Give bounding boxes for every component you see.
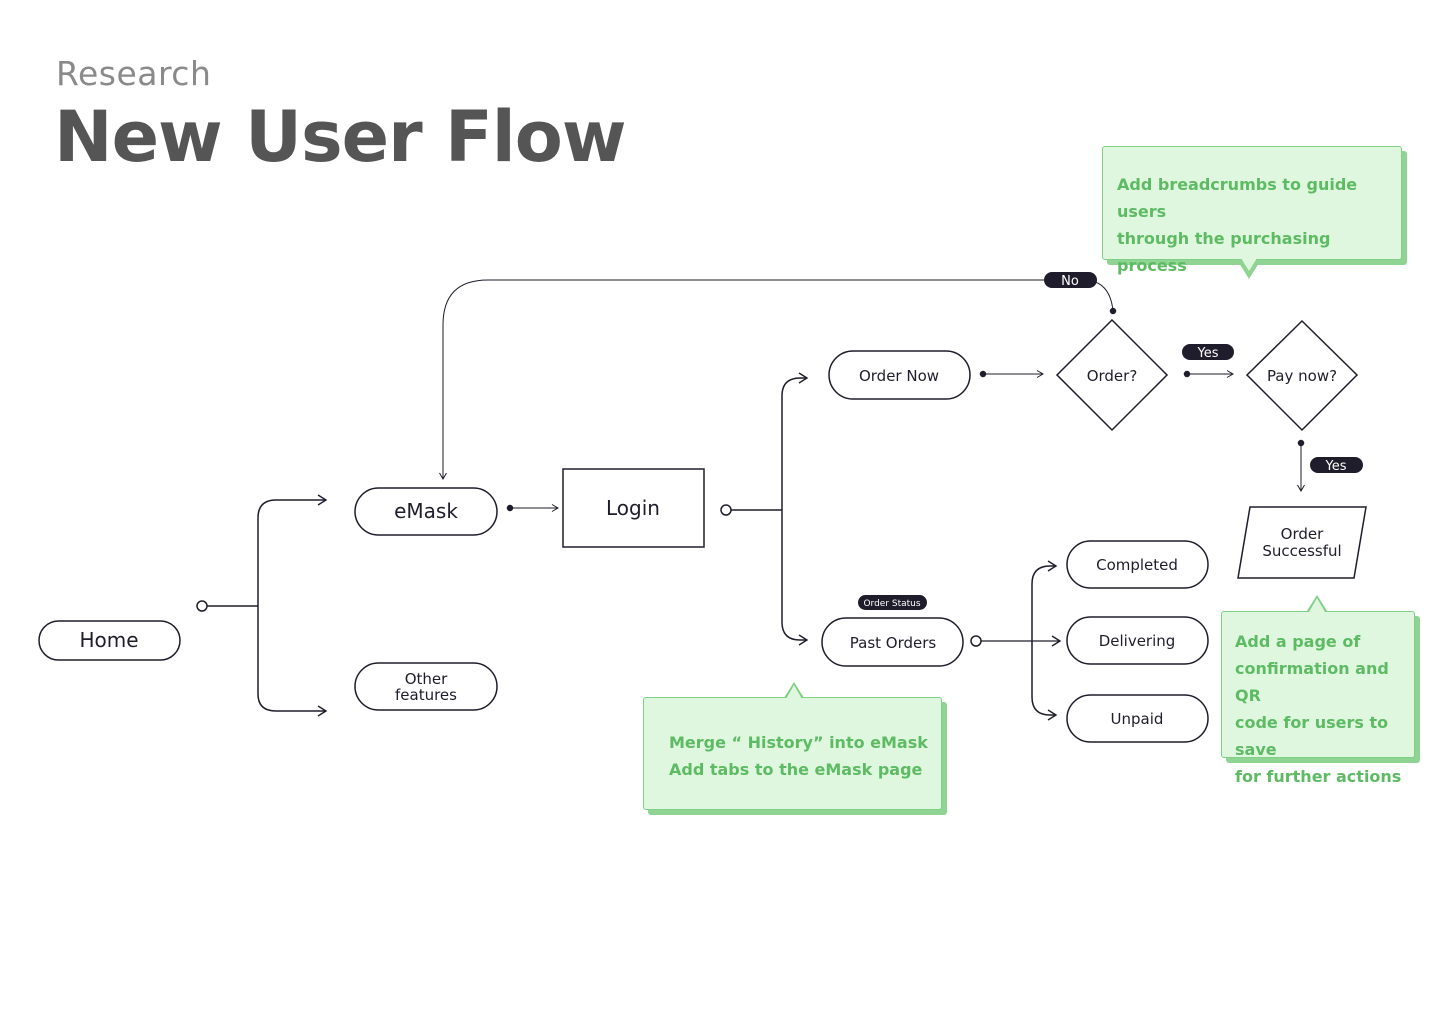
other-features-label-line1: Other bbox=[405, 670, 448, 688]
order-successful-label-line2: Successful bbox=[1262, 542, 1341, 560]
emask-label: eMask bbox=[394, 499, 458, 523]
home-node bbox=[38, 620, 181, 661]
note-confirmation-line: confirmation and QR bbox=[1235, 659, 1389, 705]
note-confirmation-tail-inner bbox=[1309, 598, 1325, 612]
order-successful-node bbox=[1237, 506, 1367, 579]
note-merge-tail-inner bbox=[786, 685, 802, 699]
past-orders-label: Past Orders bbox=[850, 634, 937, 652]
delivering-label: Delivering bbox=[1099, 632, 1176, 650]
order-decision-label: Order? bbox=[1087, 367, 1138, 385]
note-confirmation-line: for further actions bbox=[1235, 767, 1402, 786]
delivering-node bbox=[1066, 616, 1209, 665]
note-confirmation-line: Add a page of bbox=[1235, 632, 1361, 651]
page-eyebrow: Research bbox=[56, 54, 212, 93]
edge-label-order-status-text: Order Status bbox=[863, 599, 920, 609]
edge-label-yes-pay: Yes bbox=[1182, 344, 1234, 361]
login-node bbox=[562, 468, 705, 548]
connector-dot-home bbox=[196, 600, 208, 612]
home-label: Home bbox=[79, 628, 138, 652]
order-decision-node bbox=[1055, 318, 1169, 432]
other-features-node bbox=[354, 662, 498, 711]
note-merge-line: Merge “ History” into eMask bbox=[669, 733, 928, 752]
note-breadcrumbs-tail-inner bbox=[1241, 258, 1257, 271]
order-now-label: Order Now bbox=[859, 367, 939, 385]
edge-label-yes-success-text: Yes bbox=[1325, 459, 1347, 474]
unpaid-node bbox=[1066, 694, 1209, 743]
other-features-label-line2: features bbox=[395, 686, 457, 704]
pay-now-decision-node bbox=[1245, 319, 1359, 432]
note-breadcrumbs: Add breadcrumbs to guide users through t… bbox=[1102, 146, 1402, 275]
note-confirmation: Add a page of confirmation and QR code f… bbox=[1221, 611, 1415, 786]
edge-label-no: No bbox=[1044, 272, 1097, 289]
edge-label-yes-pay-text: Yes bbox=[1197, 346, 1219, 361]
past-orders-node bbox=[821, 617, 964, 667]
note-confirmation-line: code for users to save bbox=[1235, 713, 1389, 759]
order-successful-label-line1: Order bbox=[1281, 525, 1324, 543]
emask-node bbox=[354, 487, 498, 536]
pay-now-decision-label: Pay now? bbox=[1267, 367, 1337, 385]
edge-label-yes-success: Yes bbox=[1310, 457, 1363, 474]
edge-label-no-text: No bbox=[1061, 274, 1079, 289]
edge-label-order-status: Order Status bbox=[858, 595, 927, 610]
login-label: Login bbox=[606, 496, 660, 520]
completed-label: Completed bbox=[1096, 556, 1178, 574]
order-now-node bbox=[828, 350, 971, 400]
note-breadcrumbs-line: Add breadcrumbs to guide users bbox=[1117, 175, 1358, 221]
completed-node bbox=[1066, 540, 1209, 589]
note-breadcrumbs-line: through the purchasing process bbox=[1117, 229, 1331, 275]
page-title: New User Flow bbox=[54, 96, 627, 178]
note-merge-line: Add tabs to the eMask page bbox=[669, 760, 923, 779]
note-merge: Merge “ History” into eMask Add tabs to … bbox=[643, 697, 942, 810]
unpaid-label: Unpaid bbox=[1111, 710, 1164, 728]
